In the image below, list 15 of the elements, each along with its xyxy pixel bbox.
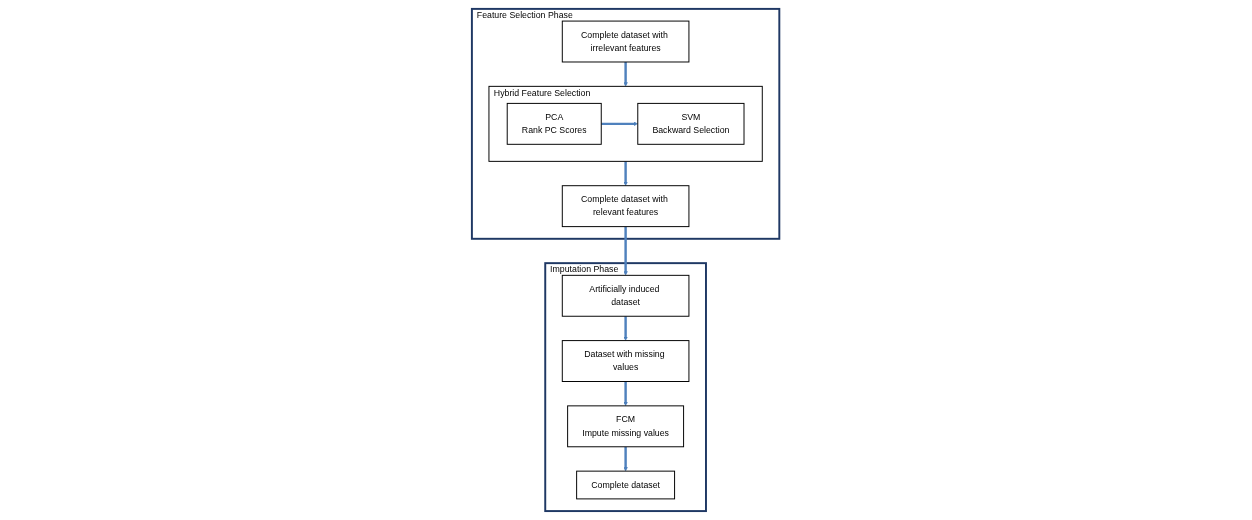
arrow: [623, 381, 629, 407]
arrow: [623, 62, 629, 87]
node-box: Artificially induced dataset: [562, 274, 690, 317]
node-box: PCA Rank PC Scores: [507, 102, 603, 145]
arrow: [623, 446, 629, 472]
node-box: Complete dataset with relevant features: [562, 185, 690, 228]
node-box: SVM Backward Selection: [637, 102, 745, 145]
node-box: Complete dataset: [576, 470, 676, 500]
arrow: [623, 316, 629, 341]
arrow: [623, 226, 629, 276]
node-box: Complete dataset with irrelevant features: [562, 20, 690, 63]
arrow: [623, 161, 629, 186]
node-box: FCM Impute missing values: [567, 405, 685, 448]
arrow: [601, 121, 639, 126]
node-box: Dataset with missing values: [562, 340, 690, 382]
